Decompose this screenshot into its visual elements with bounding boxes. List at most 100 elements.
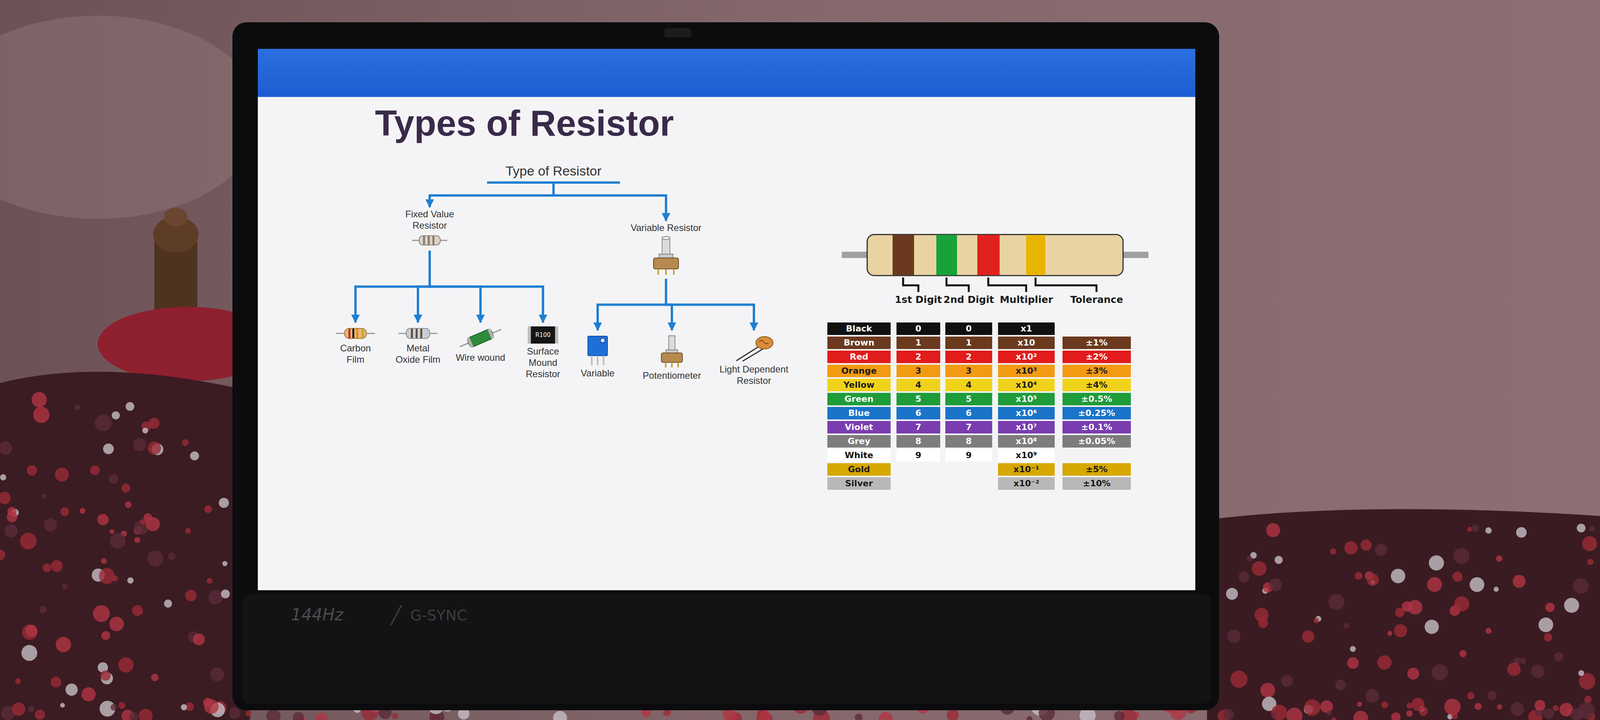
- table-cell: 9: [945, 448, 993, 462]
- drawing-part: [1266, 522, 1281, 537]
- drawing-part: [33, 406, 50, 423]
- potentiometer-icon: [650, 235, 682, 275]
- table-cell: ±0.25%: [1062, 406, 1131, 420]
- drawing-part: [60, 702, 65, 708]
- drawing-part: [292, 711, 305, 720]
- color-name-cell: Gold: [827, 462, 891, 476]
- table-cell: ±10%: [1062, 476, 1131, 490]
- drawing-part: [977, 234, 1000, 275]
- tree-arrow: [553, 183, 667, 221]
- drawing-part: [1377, 655, 1392, 670]
- drawing-part: [1452, 571, 1463, 582]
- table-cell: 7: [945, 420, 993, 434]
- table-cell: 8: [945, 434, 993, 448]
- node-label: Metal Oxide Film: [392, 342, 443, 366]
- drawing-part: [596, 355, 599, 365]
- metal-oxide-icon: [398, 326, 438, 341]
- drawing-part: [1354, 571, 1363, 580]
- drawing-part: [665, 268, 667, 275]
- drawing-part: [118, 701, 126, 709]
- ldr-icon: [732, 333, 776, 362]
- drawing-part: [121, 483, 131, 493]
- resistor-type: Carbon Film: [328, 322, 383, 367]
- node-label: Potentiometer: [642, 369, 701, 382]
- drawing-part: [108, 473, 119, 484]
- table-cell: 2: [896, 350, 941, 363]
- drawing-part: [671, 362, 673, 368]
- drawing-part: [1360, 539, 1372, 551]
- bedsheet: [0, 371, 250, 720]
- table-cell: 3: [896, 364, 941, 377]
- drawing-part: [1496, 555, 1503, 562]
- drawing-part: [668, 335, 675, 352]
- tree-arrow: [417, 250, 430, 323]
- drawing-part: [192, 633, 205, 645]
- drawing-part: [1485, 627, 1492, 634]
- drawing-part: [419, 235, 441, 245]
- drawing-part: [90, 465, 100, 475]
- drawing-part: [1274, 555, 1283, 564]
- drawing-part: [946, 277, 969, 292]
- drawing-part: [315, 712, 328, 720]
- drawing-part: [1471, 524, 1479, 532]
- drawing-part: [1330, 548, 1337, 555]
- drawing-part: [1026, 234, 1046, 275]
- resistor-type: R100Surface Mound Resistor: [513, 322, 573, 381]
- drawing-part: [1331, 716, 1336, 720]
- drawing-part: [1516, 526, 1527, 538]
- drawing-part: [1512, 574, 1526, 588]
- drawing-part: [133, 437, 147, 452]
- drawing-part: [1343, 622, 1350, 629]
- drawing-part: [97, 513, 109, 525]
- drawing-part: [892, 234, 915, 275]
- drawing-part: [1391, 568, 1406, 583]
- smd-resistor-icon: R100: [527, 326, 559, 344]
- column-header: 2nd Digit: [940, 294, 997, 306]
- drawing-part: [427, 235, 430, 245]
- drawing-part: [182, 439, 189, 446]
- drawing-part: [1554, 651, 1564, 661]
- table-cell: ±0.1%: [1062, 420, 1131, 434]
- drawing-part: [600, 337, 606, 343]
- drawing-part: [110, 703, 118, 711]
- table-cell: 5: [945, 392, 993, 406]
- drawing-part: [1584, 695, 1592, 703]
- resistor-type: Metal Oxide Film: [390, 322, 446, 367]
- drawing-part: [661, 352, 683, 363]
- drawing-part: [185, 527, 192, 534]
- drawing-part: [28, 705, 35, 713]
- drawing-part: [1424, 619, 1439, 634]
- table-cell: 0: [945, 322, 993, 335]
- color-name-cell: Violet: [827, 420, 891, 434]
- drawing-part: [31, 391, 47, 408]
- drawing-part: [0, 491, 11, 504]
- drawing-part: [591, 355, 593, 365]
- table-cell: x10⁻²: [998, 476, 1055, 490]
- drawing-part: [1347, 656, 1359, 669]
- drawing-part: [1401, 600, 1413, 612]
- drawing-part: [55, 467, 70, 482]
- drawing-part: [1223, 708, 1234, 720]
- drawing-part: [1469, 576, 1485, 592]
- table-cell: ±2%: [1062, 350, 1131, 363]
- drawing-part: [4, 523, 18, 538]
- drawing-part: [218, 497, 229, 508]
- trimmer-icon: [583, 333, 612, 366]
- drawing-part: [1353, 710, 1368, 720]
- bezel-slash: [390, 604, 402, 625]
- drawing-part: [1426, 576, 1442, 592]
- drawing-part: [1246, 555, 1253, 562]
- drawing-part: [587, 335, 608, 356]
- drawing-part: [1493, 586, 1499, 592]
- drawing-part: [1582, 535, 1597, 551]
- drawing-part: [1286, 707, 1303, 720]
- drawing-part: [664, 362, 667, 368]
- drawing-part: [127, 576, 134, 584]
- drawing-part: [1534, 699, 1546, 711]
- drawing-part: [100, 669, 111, 681]
- drawing-part: [21, 644, 38, 661]
- drawing-part: [109, 528, 115, 534]
- drawing-part: [1545, 602, 1555, 612]
- drawing-part: [420, 328, 423, 338]
- drawing-part: [466, 337, 474, 348]
